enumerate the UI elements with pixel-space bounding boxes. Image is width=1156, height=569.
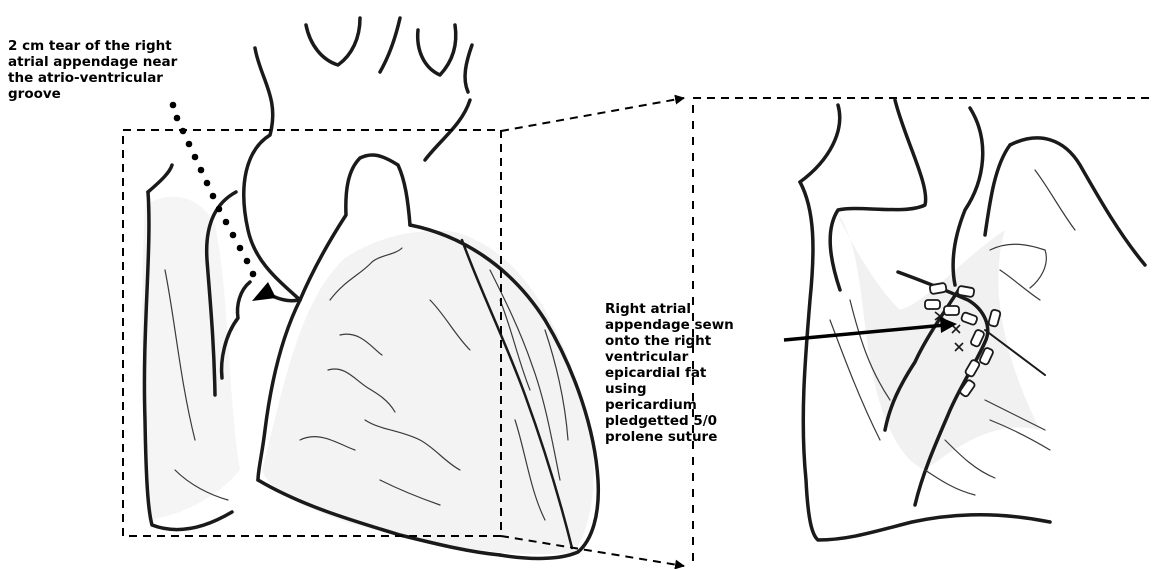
repair-annotation-line: Right atrial [605, 301, 734, 317]
pledget [929, 283, 946, 295]
repair-annotation-line: pledgetted 5/0 [605, 413, 734, 429]
repair-annotation-line: ventricular [605, 349, 734, 365]
repair-annotation-line: prolene suture [605, 429, 734, 445]
pledget [944, 306, 959, 315]
zoom-aorta-left [800, 105, 840, 182]
tear-pointer-arrowhead [252, 282, 276, 301]
pledget [925, 300, 940, 309]
repair-annotation-line: appendage sewn [605, 317, 734, 333]
aortic-arch [244, 48, 300, 300]
tear-annotation-line: atrial appendage near [8, 54, 177, 70]
tear-annotation: 2 cm tear of the right atrial appendage … [8, 38, 177, 102]
vessel-branch-1 [306, 18, 360, 65]
atrium-shading [142, 197, 240, 520]
tear-annotation-line: groove [8, 86, 177, 102]
vessel-branch-4 [465, 45, 472, 92]
vessel-branch-2 [380, 18, 400, 72]
repair-annotation-line: pericardium [605, 397, 734, 413]
tear-annotation-line: the atrio-ventricular [8, 70, 177, 86]
zoom-ventricle-wall [985, 145, 1010, 235]
vessel-branch-3 [418, 25, 456, 75]
repair-annotation: Right atrial appendage sewn onto the rig… [605, 301, 734, 445]
zoom-connector-top [501, 98, 684, 131]
tear-annotation-line: 2 cm tear of the right [8, 38, 177, 54]
pledget [957, 286, 974, 298]
zoom-aorta-curve [830, 100, 925, 290]
repair-annotation-line: epicardial fat [605, 365, 734, 381]
zoom-shading [835, 210, 1040, 470]
repair-annotation-line: onto the right [605, 333, 734, 349]
repair-annotation-line: using [605, 381, 734, 397]
svc-left-wall [148, 165, 172, 192]
